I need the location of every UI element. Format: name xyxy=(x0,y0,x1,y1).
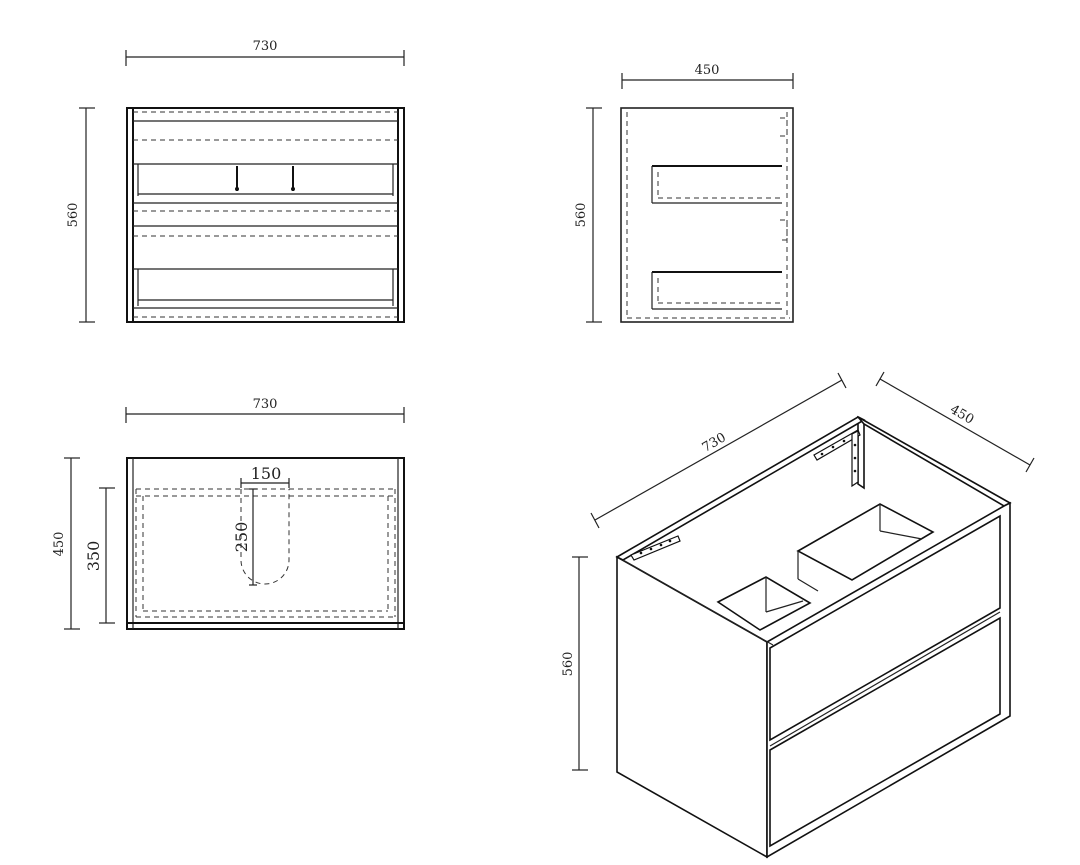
top-cabinet-body xyxy=(126,457,405,630)
iso-depth-dimension: 450 xyxy=(875,371,1035,473)
cutout-depth-label: 250 xyxy=(232,522,251,553)
iso-wall-bracket-right xyxy=(813,429,861,488)
top-inner-depth-dimension: 350 xyxy=(84,487,115,624)
top-inner-depth-label: 350 xyxy=(84,541,103,572)
top-view: 730 450 350 xyxy=(52,397,405,630)
isometric-view: 730 450 560 xyxy=(561,371,1035,859)
top-depth-label: 450 xyxy=(52,532,67,557)
iso-drawer-interior xyxy=(716,503,935,631)
front-height-dimension: 560 xyxy=(66,107,95,323)
side-cabinet-body xyxy=(620,107,794,323)
front-view: 730 560 xyxy=(66,39,405,323)
iso-height-label: 560 xyxy=(561,652,576,677)
iso-height-dimension: 560 xyxy=(561,556,588,771)
front-width-dimension: 730 xyxy=(125,39,405,66)
cutout-width-dimension: 150 xyxy=(240,464,290,488)
cutout-width-label: 150 xyxy=(251,464,282,483)
side-height-dimension: 560 xyxy=(574,107,602,323)
iso-bottom-drawer-front xyxy=(769,616,1001,848)
iso-top-drawer-front xyxy=(769,514,1001,742)
iso-wall-bracket-left xyxy=(630,535,681,561)
top-width-dimension: 730 xyxy=(125,397,405,423)
cutout-depth-dimension: 250 xyxy=(232,488,257,586)
front-width-label: 730 xyxy=(253,39,278,54)
front-cabinet-body xyxy=(126,107,405,323)
side-depth-dimension: 450 xyxy=(621,63,794,89)
side-height-label: 560 xyxy=(574,203,589,228)
top-depth-dimension: 450 xyxy=(52,457,80,630)
side-view: 450 560 xyxy=(574,63,794,323)
side-depth-label: 450 xyxy=(695,63,720,78)
top-width-label: 730 xyxy=(253,397,278,412)
iso-depth-label: 450 xyxy=(947,402,976,427)
iso-cabinet xyxy=(615,415,1012,859)
drawer-cutout-bracket xyxy=(235,166,295,191)
front-height-label: 560 xyxy=(66,203,81,228)
